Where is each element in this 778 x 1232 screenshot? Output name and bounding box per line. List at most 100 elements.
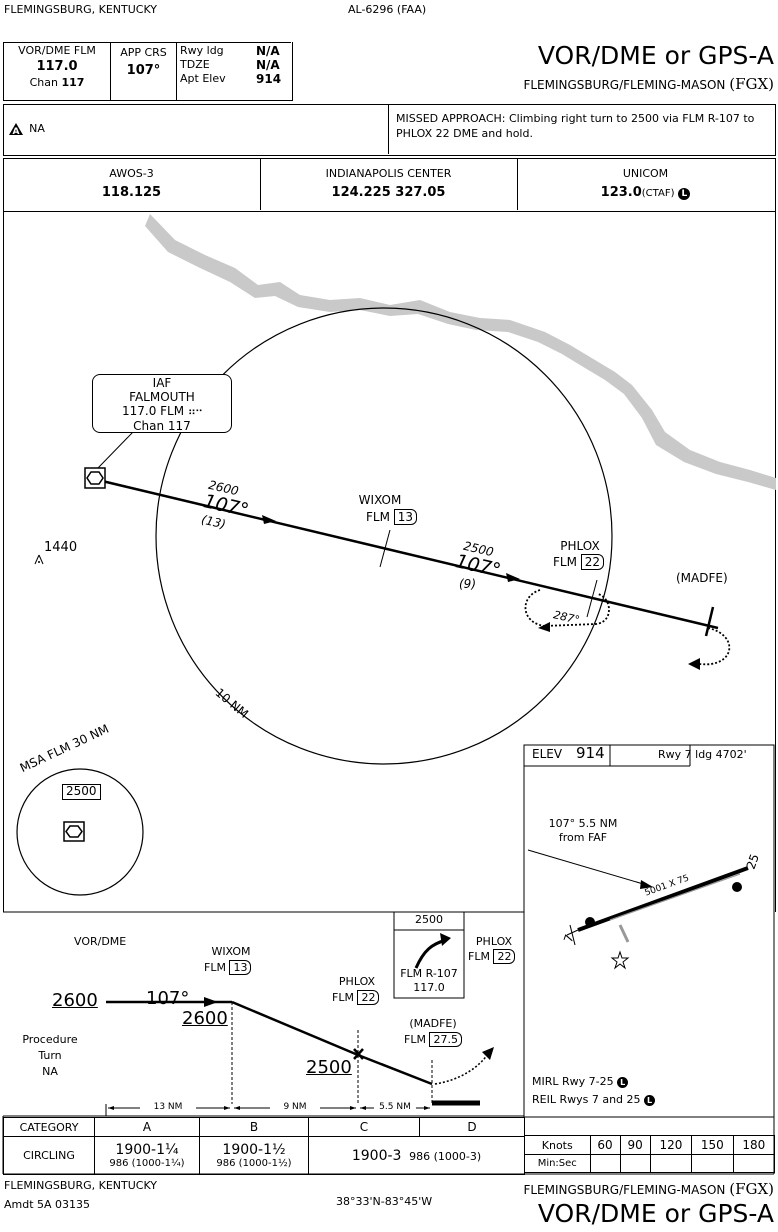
airport-name: FLEMINGSBURG/FLEMING-MASON (FGX)	[523, 75, 774, 93]
iaf-box: IAF FALMOUTH 117.0 FLM ⠶⠒ Chan 117	[92, 374, 232, 433]
takeoff-notes: A NA	[8, 121, 45, 140]
obstacle-icon	[34, 554, 44, 565]
rwy-ldg: N/A	[256, 44, 280, 58]
profile-vor-label: VOR/DME	[74, 935, 127, 948]
iaf-chan: Chan 117	[133, 419, 191, 434]
elev-label: ELEV	[532, 747, 563, 761]
iaf-leader	[97, 431, 134, 469]
profile-crs: 107°	[146, 988, 190, 1009]
nav-freq: 117.0	[36, 59, 78, 74]
profile-missed-climb	[434, 1053, 489, 1085]
dist-seg3: 5.5 NM	[374, 1102, 416, 1113]
speed-60: 60	[589, 1135, 621, 1155]
profile-madfe-name: (MADFE)	[409, 1017, 457, 1030]
wixom-fix: FLM 13	[366, 509, 418, 525]
ma-fix: PHLOX	[475, 935, 513, 948]
circling-label: CIRCLING	[3, 1136, 95, 1175]
state-label: FLEMINGSBURG, KENTUCKY	[4, 3, 158, 16]
speed-180: 180	[732, 1135, 776, 1155]
ma-freq: 117.0	[413, 981, 445, 994]
faf-note-2: from FAF	[558, 831, 608, 844]
river-shape	[145, 214, 776, 490]
footer-state: FLEMINGSBURG, KENTUCKY	[4, 1179, 158, 1192]
ma-icon-box	[393, 911, 465, 999]
madfe-label: (MADFE)	[676, 571, 728, 585]
footer-airport: FLEMINGSBURG/FLEMING-MASON (FGX)	[523, 1180, 774, 1198]
ctaf-circle-l-icon: L	[678, 188, 691, 200]
pt-line-1: Procedure	[22, 1033, 78, 1046]
rwy-ldg-dist: Rwy 7 ldg 4702'	[658, 748, 747, 761]
profile-alt3: 2500	[306, 1057, 352, 1078]
msa-circle	[16, 768, 144, 896]
approach-lights-icon	[566, 924, 579, 946]
iaf-freq: 117.0 FLM ⠶⠒	[121, 404, 203, 419]
iaf-name: FALMOUTH	[129, 390, 195, 405]
apt-elev-label: Apt Elev	[180, 72, 226, 85]
footer-coords: 38°33'N-83°45'W	[336, 1195, 433, 1208]
apt-elev: 914	[256, 72, 282, 86]
cat-d: D	[419, 1117, 525, 1137]
ma-radial: FLM R-107	[400, 967, 458, 980]
cat-b: B	[199, 1117, 309, 1137]
app-crs: 107°	[126, 63, 161, 78]
procedure-title: VOR/DME or GPS-A	[537, 41, 774, 70]
footer-amdt: Amdt 5A 03135	[4, 1198, 91, 1211]
runway-7-25	[577, 866, 749, 932]
course-arrow-2	[506, 573, 520, 582]
comm-awos-name: AWOS-3	[109, 167, 154, 180]
madfe-tick	[704, 606, 715, 637]
wixom-tick	[379, 529, 391, 568]
wixom-name: WIXOM	[358, 493, 402, 507]
comm-awos-freq: 118.125	[101, 185, 162, 200]
pt-line-2: Turn	[38, 1049, 62, 1062]
timing-table: Knots 60 90 120 150 180 Min:Sec	[524, 1135, 776, 1173]
airport-inset-frame	[523, 744, 775, 1118]
cat-a: A	[94, 1117, 200, 1137]
hold-arrow	[538, 622, 550, 632]
speed-90: 90	[619, 1135, 651, 1155]
circling-cd: 1900-3 986 (1000-3)	[308, 1136, 525, 1175]
phlox-tick	[586, 579, 598, 618]
pilot-lights-icon: L	[644, 1095, 656, 1106]
dist-seg2: 9 NM	[270, 1102, 320, 1113]
comm-unicom-freq: 123.0(CTAF) L	[517, 185, 774, 201]
approach-course-line	[97, 478, 719, 630]
phlox-fix: FLM 22	[553, 554, 605, 570]
iaf-label: IAF	[152, 376, 172, 390]
dist-seg1: 13 NM	[140, 1102, 196, 1113]
speed-120: 120	[649, 1135, 693, 1155]
comm-center-name: INDIANAPOLIS CENTER	[325, 167, 452, 180]
lights-mirl: MIRL Rwy 7-25 L	[532, 1075, 629, 1089]
reil-25-icon	[732, 882, 742, 892]
app-crs-label: APP CRS	[120, 46, 167, 59]
footer-title: VOR/DME or GPS-A	[537, 1199, 774, 1228]
missed-approach-text: MISSED APPROACH: Climbing right turn to …	[396, 112, 755, 140]
vordme-icon	[84, 467, 106, 489]
elev-value: 914	[576, 744, 605, 762]
missed-turn	[699, 627, 731, 666]
airport-beacon-icon	[610, 950, 630, 970]
svg-text:A: A	[13, 127, 20, 136]
seg2-dist: (9)	[459, 577, 476, 591]
profile-wixom-name: WIXOM	[211, 945, 251, 958]
chart-id: AL-6296 (FAA)	[348, 3, 427, 16]
tdze: N/A	[256, 58, 280, 72]
nav-chan: Chan 117	[29, 76, 85, 89]
notes-box	[3, 104, 776, 156]
ten-nm-ring	[155, 307, 613, 765]
rwy-ldg-label: Rwy ldg	[180, 44, 224, 57]
category-label: CATEGORY	[3, 1117, 95, 1137]
comm-unicom-name: UNICOM	[622, 167, 669, 180]
tdze-label: TDZE	[180, 58, 210, 71]
comms-box	[3, 158, 776, 212]
course-arrow-1	[262, 515, 276, 524]
missed-turn-arrow	[688, 658, 700, 670]
stepdown-cross-icon	[353, 1048, 364, 1060]
faf-arrow	[527, 849, 651, 887]
phlox-name: PHLOX	[560, 539, 600, 553]
profile-phlox-fix: FLM 22	[332, 990, 380, 1005]
minsec-label: Min:Sec	[524, 1154, 591, 1173]
